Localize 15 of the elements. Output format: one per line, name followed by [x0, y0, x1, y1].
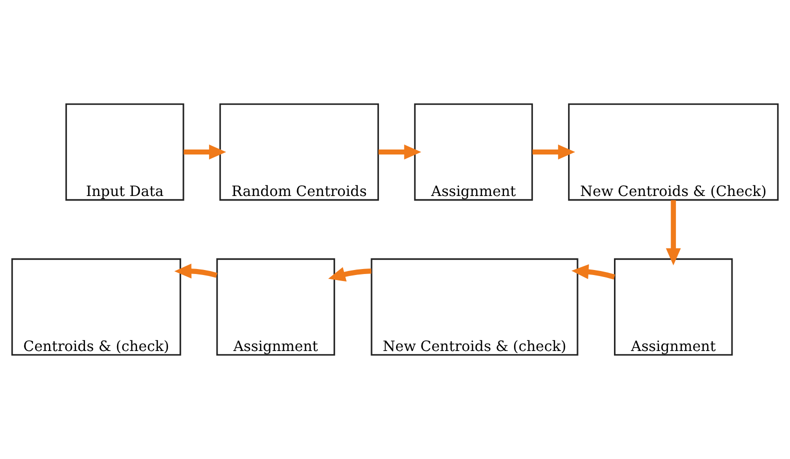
node-box: New Centroids & (check): [370, 258, 578, 356]
arrow: [184, 144, 226, 160]
arrow: [174, 264, 218, 279]
node-box: Centroids & (check): [11, 258, 182, 356]
node-box: Assignment: [216, 258, 336, 356]
node-box: Input Data: [65, 103, 184, 201]
node-box: Assignment: [614, 258, 733, 356]
node-box: Assignment: [414, 103, 533, 201]
node-box: New Centroids & (Check): [568, 103, 779, 201]
arrow: [532, 144, 576, 160]
node-box: Random Centroids: [219, 103, 379, 201]
arrow: [666, 200, 681, 266]
arrow: [328, 267, 372, 282]
arrow: [378, 144, 422, 160]
arrow: [571, 264, 616, 280]
